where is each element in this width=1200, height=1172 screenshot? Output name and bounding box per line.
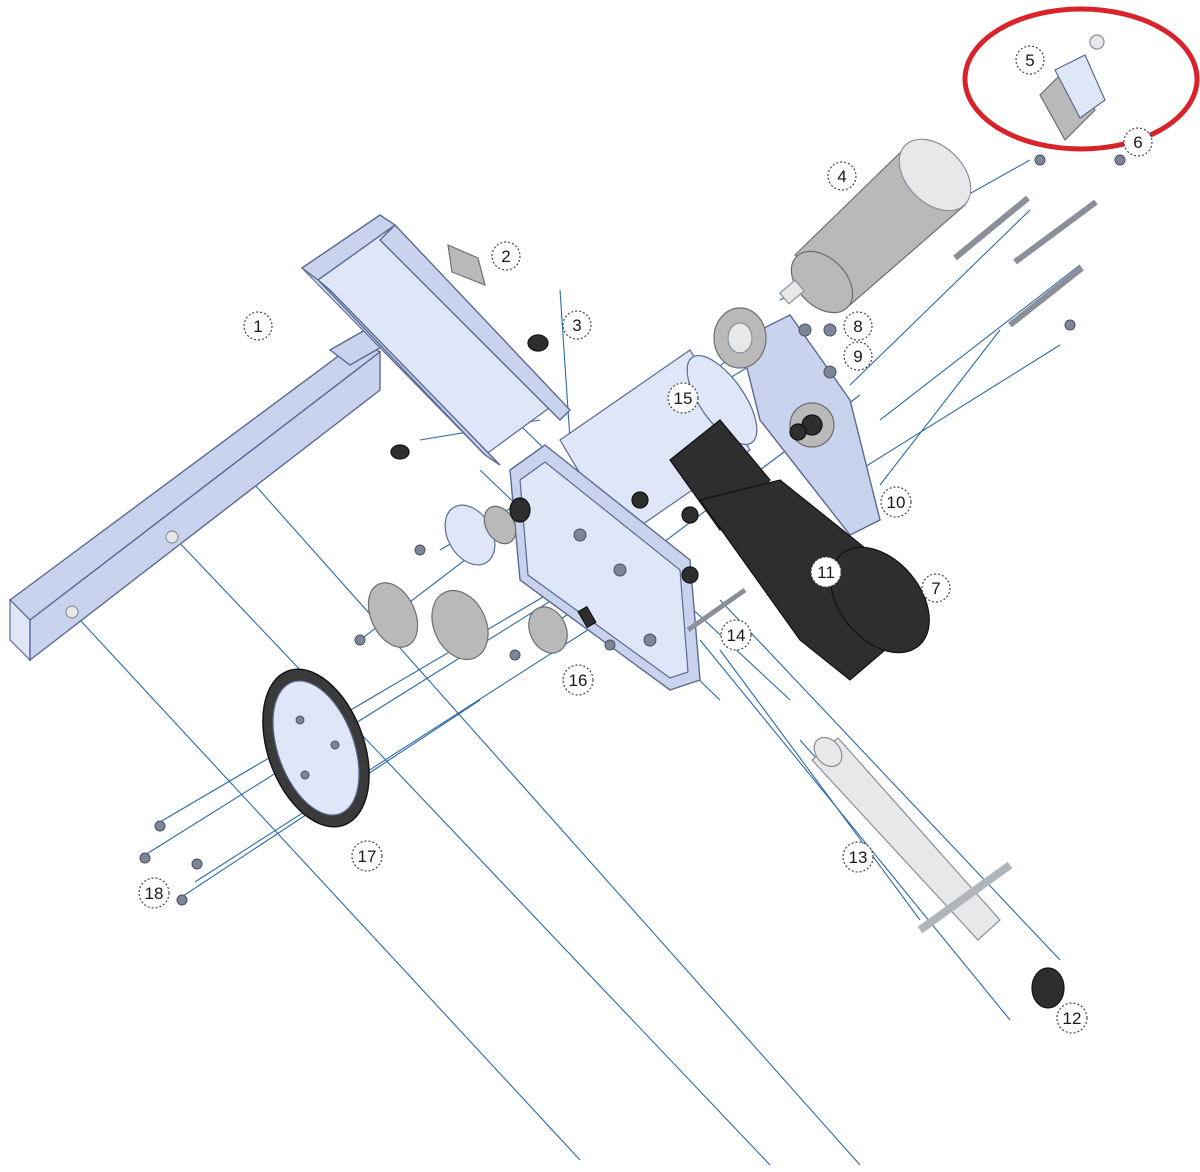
callout-9: 9: [843, 341, 873, 371]
callout-2: 2: [491, 241, 521, 271]
part-14-rod: [686, 587, 747, 633]
svg-text:18: 18: [145, 884, 164, 903]
highlight-ring: [962, 6, 1200, 152]
callout-labels: 1 2 3 4 5 6 7 8: [138, 45, 1153, 1034]
callout-15: 15: [667, 382, 699, 414]
callout-17: 17: [351, 840, 383, 872]
svg-text:9: 9: [853, 347, 862, 366]
long-bolts: [798, 195, 1098, 379]
part-3-knobs: [390, 334, 549, 460]
part-13-shaft: [811, 736, 1013, 941]
callout-7: 7: [921, 573, 951, 603]
svg-text:5: 5: [1025, 51, 1034, 70]
part-1-frame-rail: [8, 309, 422, 662]
svg-text:2: 2: [501, 247, 510, 266]
svg-text:7: 7: [931, 579, 940, 598]
callout-4: 4: [827, 161, 857, 191]
callout-3: 3: [562, 310, 592, 340]
svg-text:12: 12: [1063, 1009, 1082, 1028]
pulleys-and-washers: [354, 497, 616, 661]
svg-text:15: 15: [674, 389, 693, 408]
svg-text:6: 6: [1133, 133, 1142, 152]
part-2-bracket: [300, 214, 571, 466]
callout-10: 10: [880, 486, 912, 518]
callout-16: 16: [562, 664, 594, 696]
svg-text:17: 17: [358, 847, 377, 866]
callout-5: 5: [1015, 45, 1045, 75]
callout-1: 1: [243, 311, 273, 341]
part-12-cap: [1031, 967, 1065, 1009]
callout-6: 6: [1123, 127, 1153, 157]
part-10-rear-plate: [713, 307, 881, 536]
part-5-bracket: [1034, 34, 1126, 166]
svg-text:3: 3: [572, 316, 581, 335]
callout-11: 11: [810, 556, 842, 588]
svg-text:8: 8: [853, 317, 862, 336]
part-18-screws: [139, 820, 203, 906]
part-11-motor: [631, 419, 930, 681]
callout-8: 8: [843, 311, 873, 341]
part-17-sprocket: [262, 668, 370, 828]
callout-18: 18: [138, 877, 170, 909]
main-side-plate: [509, 444, 701, 691]
svg-text:13: 13: [849, 848, 868, 867]
callout-12: 12: [1056, 1002, 1088, 1034]
svg-text:1: 1: [253, 317, 262, 336]
svg-text:16: 16: [569, 671, 588, 690]
callout-13: 13: [842, 841, 874, 873]
svg-text:10: 10: [887, 493, 906, 512]
callout-14: 14: [720, 619, 752, 651]
part-4-roller: [778, 138, 972, 314]
svg-text:4: 4: [837, 167, 846, 186]
svg-text:11: 11: [817, 563, 835, 582]
svg-text:14: 14: [727, 626, 746, 645]
